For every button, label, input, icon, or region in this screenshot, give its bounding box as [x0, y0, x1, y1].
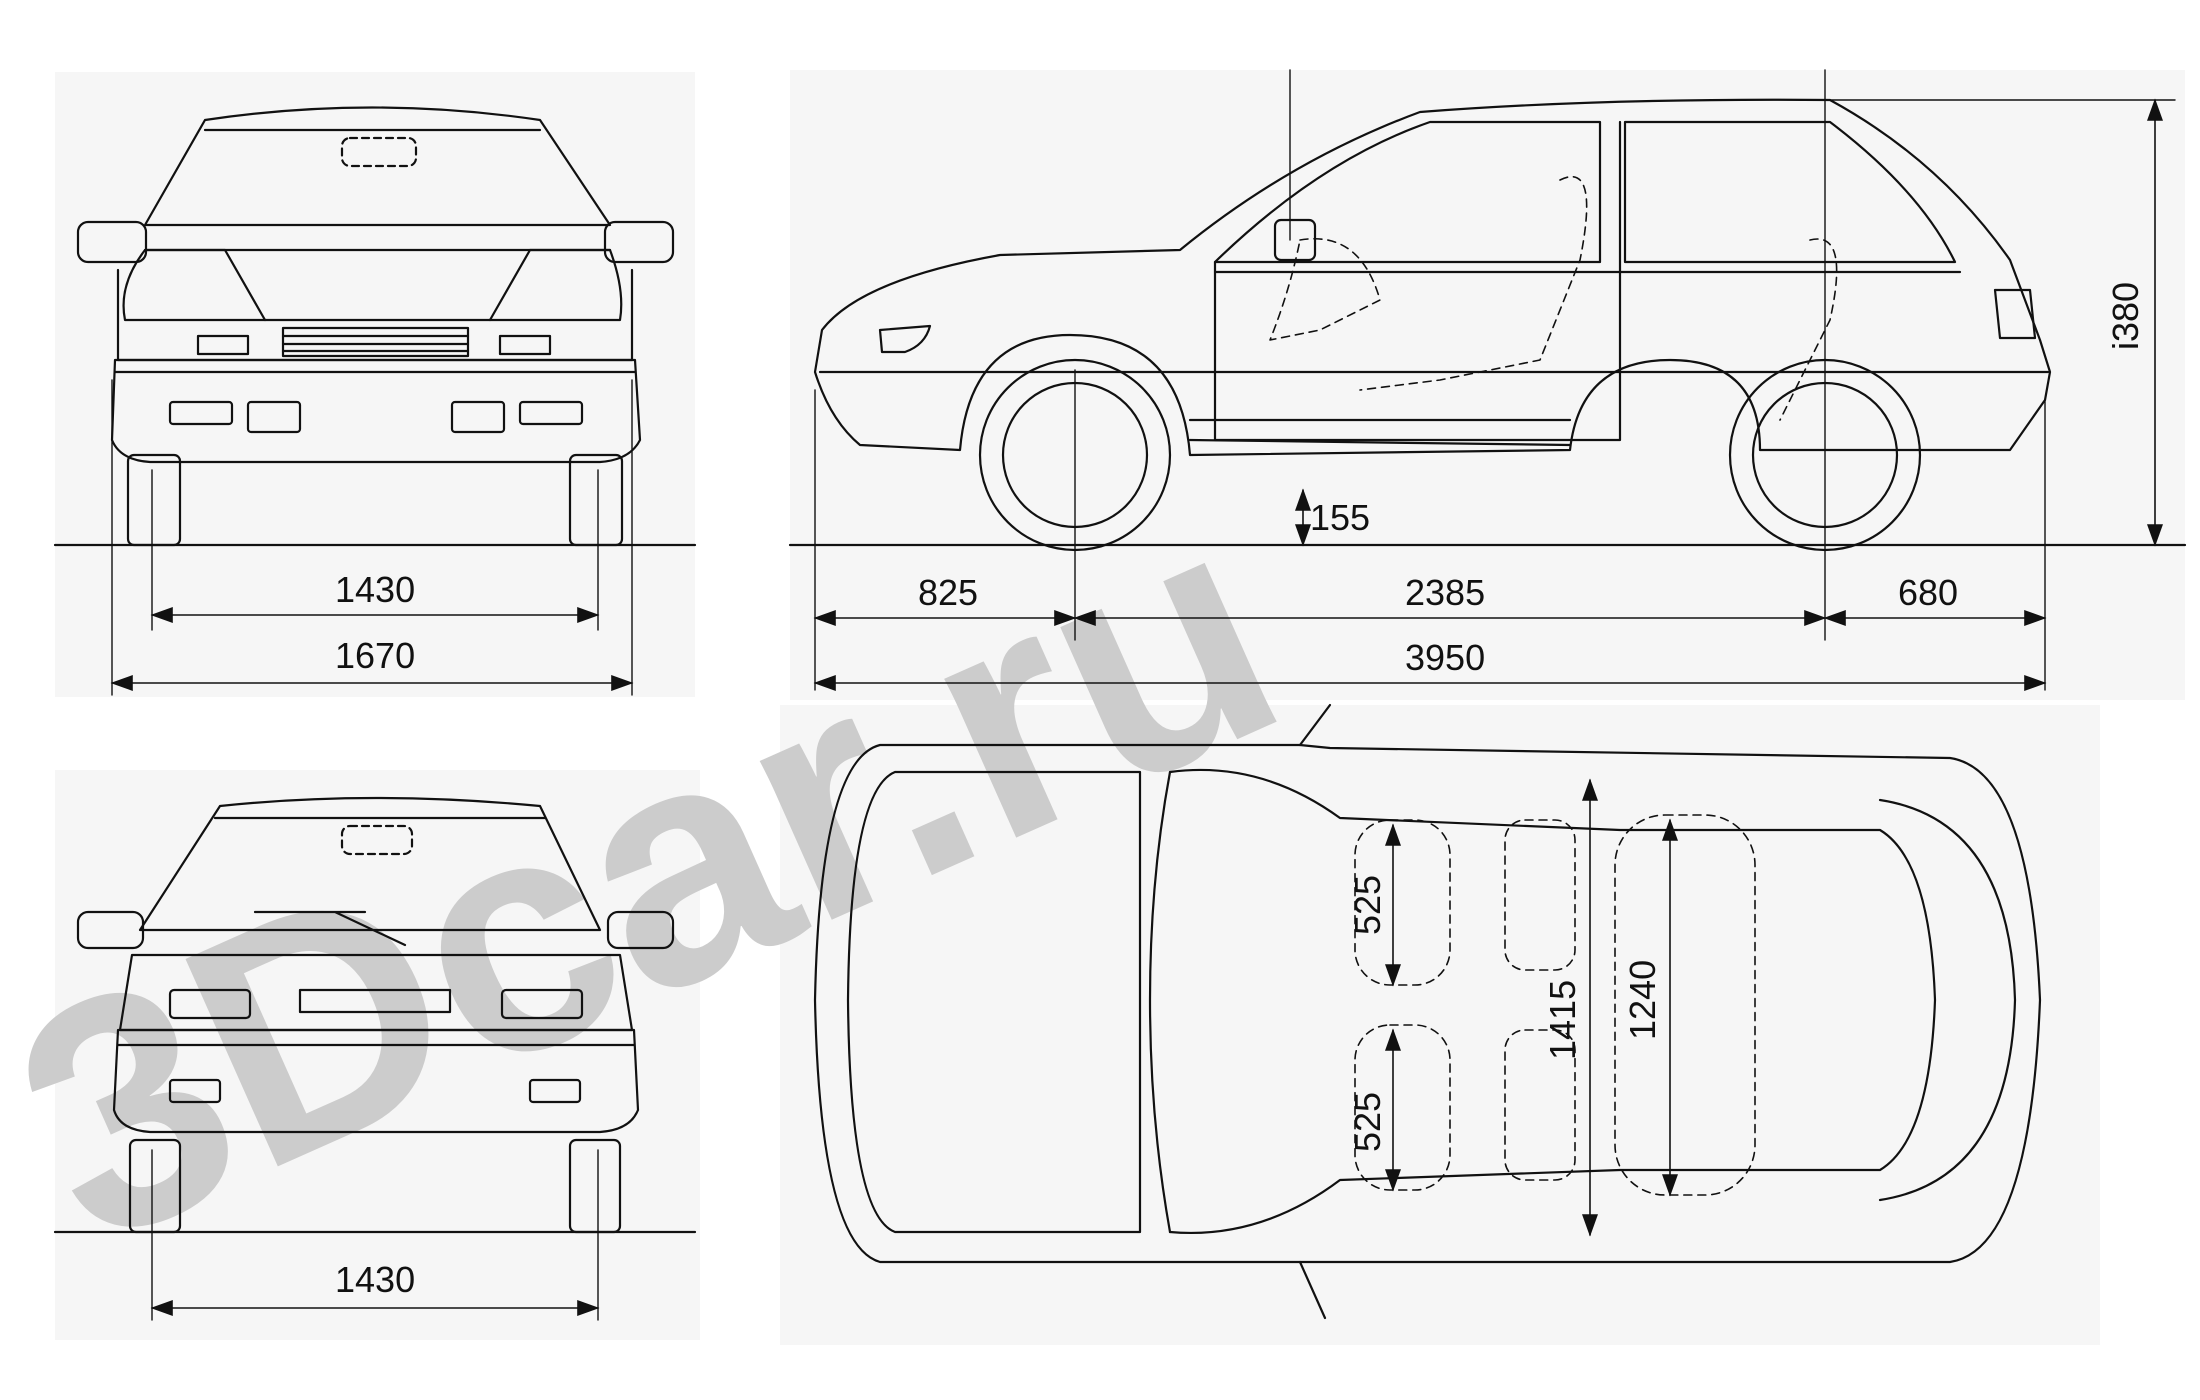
side-headlight — [878, 324, 932, 354]
side-silhouette — [813, 98, 2052, 457]
label-overall-width: 1670 — [335, 635, 416, 676]
wheel-front-left — [126, 453, 182, 547]
seat-front-right — [1354, 1024, 1451, 1191]
label-overall-height: i380 — [2105, 281, 2146, 350]
license-plate — [298, 988, 452, 1014]
cabin-top — [1168, 768, 1937, 1234]
mirror-left — [76, 220, 148, 264]
side-mirror — [1273, 218, 1317, 262]
mirror-rear-left — [76, 910, 145, 950]
label-front-track: 1430 — [335, 569, 416, 610]
front-bumper — [110, 358, 642, 464]
top-view-panel — [780, 705, 2100, 1345]
rear-wiper — [253, 910, 407, 947]
label-rear-track: 1430 — [335, 1259, 416, 1300]
label-seat-width-right: 525 — [1347, 1091, 1388, 1152]
label-front-overhang: 825 — [918, 572, 979, 613]
wheel-front-right — [568, 453, 624, 547]
label-ground-clearance: 155 — [1310, 497, 1371, 538]
side-view-panel — [790, 70, 2185, 700]
top-view — [813, 703, 2042, 1320]
rear-view-panel — [55, 770, 700, 1340]
mirror-rear-right — [606, 910, 675, 950]
label-wheelbase: 2385 — [1405, 572, 1486, 613]
rear-bumper — [112, 1028, 640, 1134]
seat-front-left — [1354, 819, 1451, 986]
side-window-front — [1213, 120, 1602, 264]
mirror-right — [603, 220, 675, 264]
front-view-panel — [55, 72, 695, 697]
label-seat-width-left: 525 — [1347, 874, 1388, 935]
side-view — [788, 69, 2187, 691]
side-taillight — [1993, 288, 2037, 340]
label-interior-width-rear: 1240 — [1622, 959, 1663, 1040]
label-interior-width-front: 1415 — [1542, 979, 1583, 1060]
rear-seat — [1614, 814, 1756, 1196]
label-rear-overhang: 680 — [1898, 572, 1959, 613]
taillight-right — [500, 988, 584, 1020]
windshield — [143, 106, 612, 227]
top-silhouette — [813, 743, 2042, 1264]
headlight-right — [498, 334, 552, 356]
side-window-rear — [1623, 120, 1957, 264]
rear-hatch-top — [1878, 798, 2017, 1202]
hood-top — [846, 770, 1142, 1234]
rear-view — [53, 796, 697, 1321]
front-view — [53, 106, 697, 696]
taillight-left — [168, 988, 252, 1020]
label-overall-length: 3950 — [1405, 637, 1486, 678]
rear-window — [138, 796, 602, 932]
headlight-left — [196, 334, 250, 356]
front-grille — [281, 326, 470, 358]
